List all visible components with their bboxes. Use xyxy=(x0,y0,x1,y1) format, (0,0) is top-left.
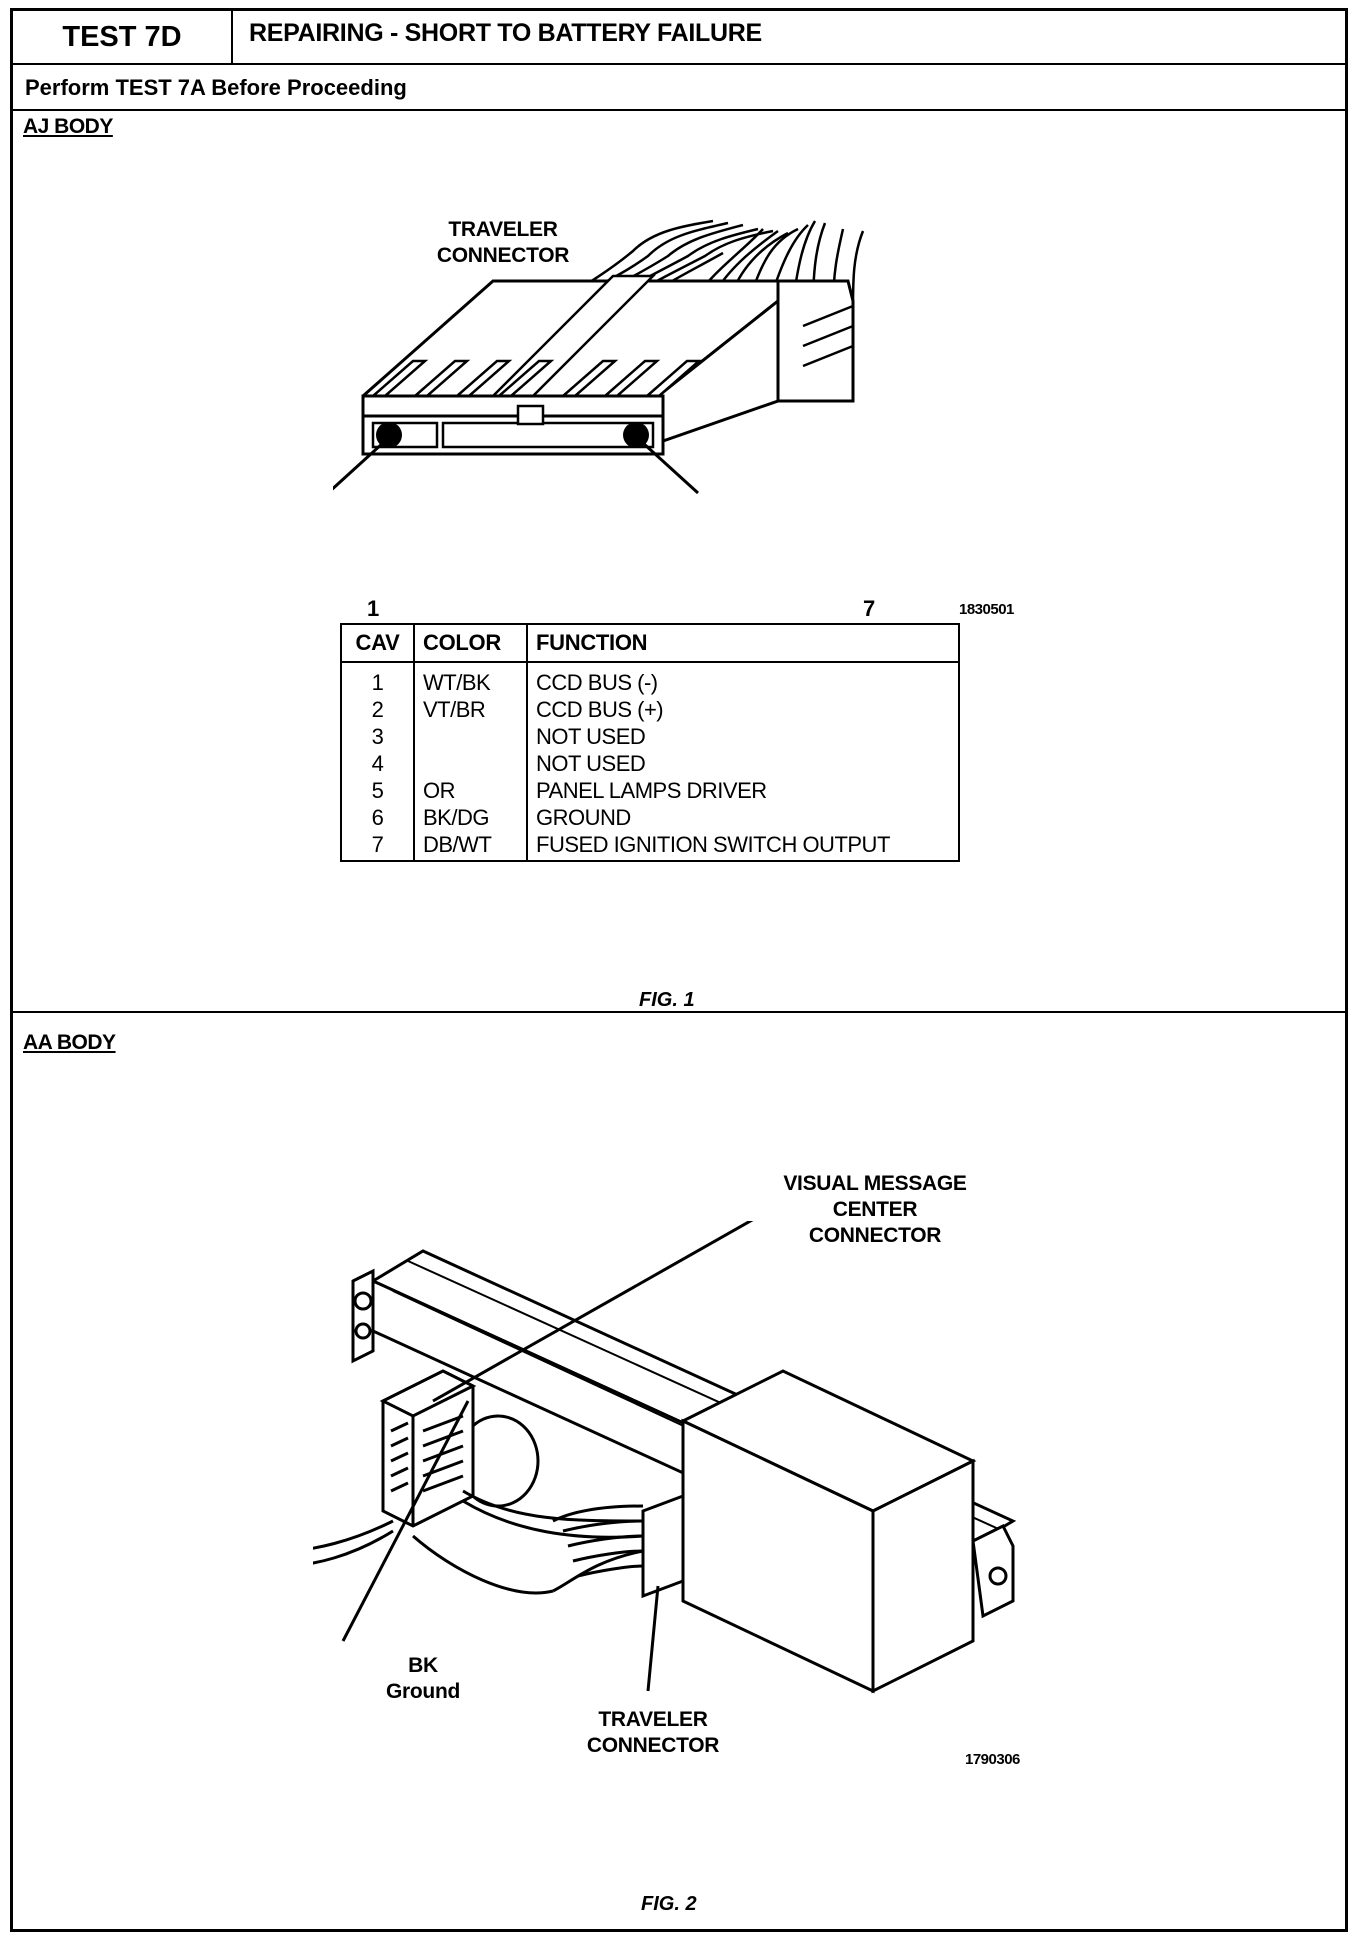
table-row: 7 DB/WT FUSED IGNITION SWITCH OUTPUT xyxy=(341,831,959,861)
table-row: 4 NOT USED xyxy=(341,750,959,777)
drawing-id-fig2: 1790306 xyxy=(965,1751,1020,1768)
label-line: VISUAL MESSAGE xyxy=(783,1172,967,1195)
page-frame: TEST 7D REPAIRING - SHORT TO BATTERY FAI… xyxy=(10,8,1348,1932)
section-label-aa-body: AA BODY xyxy=(23,1031,116,1054)
cell-color: VT/BR xyxy=(413,696,527,723)
cell-function: CCD BUS (-) xyxy=(526,662,959,696)
table-header-row: CAV COLOR FUNCTION xyxy=(341,624,959,663)
pinout-table: CAV COLOR FUNCTION 1 WT/BK CCD BUS (-) 2… xyxy=(340,623,960,862)
cell-cav: 6 xyxy=(371,805,384,830)
test-title: REPAIRING - SHORT TO BATTERY FAILURE xyxy=(249,19,762,47)
aa-body-instrument-assembly-drawing xyxy=(313,1221,1017,1694)
pin-label-1: 1 xyxy=(367,596,380,621)
traveler-connector-label: TRAVELER CONNECTOR xyxy=(413,217,593,269)
label-line: CONNECTOR xyxy=(436,244,570,267)
label-line: Ground xyxy=(385,1680,461,1703)
column-header-cav: CAV xyxy=(341,624,414,663)
cell-function: FUSED IGNITION SWITCH OUTPUT xyxy=(526,831,959,861)
bk-ground-label: BK Ground xyxy=(363,1653,483,1705)
label-line: TRAVELER xyxy=(598,1708,708,1731)
cell-cav: 1 xyxy=(371,670,384,695)
cell-color xyxy=(413,723,527,750)
traveler-connector-label-fig2: TRAVELER CONNECTOR xyxy=(553,1707,753,1759)
drawing-id-fig1: 1830501 xyxy=(959,601,1014,618)
pin-label-7: 7 xyxy=(863,596,876,621)
section-label-aj-body: AJ BODY xyxy=(23,115,113,138)
prerequisite-text: Perform TEST 7A Before Proceeding xyxy=(25,75,407,100)
cell-function: NOT USED xyxy=(526,723,959,750)
column-header-color: COLOR xyxy=(413,624,527,663)
cell-color xyxy=(413,750,527,777)
figure-caption-1: FIG. 1 xyxy=(639,989,695,1011)
cell-color: BK/DG xyxy=(413,804,527,831)
cell-function: CCD BUS (+) xyxy=(526,696,959,723)
cell-cav: 2 xyxy=(371,697,384,722)
label-line: BK xyxy=(408,1654,438,1677)
traveler-connector-drawing xyxy=(333,219,865,495)
cell-color: DB/WT xyxy=(413,831,527,861)
table-row: 1 WT/BK CCD BUS (-) xyxy=(341,662,959,696)
figure-caption-2: FIG. 2 xyxy=(641,1893,697,1915)
label-line: CONNECTOR xyxy=(808,1224,942,1247)
label-line: TRAVELER xyxy=(448,218,558,241)
cell-function: GROUND xyxy=(526,804,959,831)
test-id: TEST 7D xyxy=(13,11,233,63)
cell-function: PANEL LAMPS DRIVER xyxy=(526,777,959,804)
prerequisite-row: Perform TEST 7A Before Proceeding xyxy=(13,65,1345,111)
table-row: 5 OR PANEL LAMPS DRIVER xyxy=(341,777,959,804)
label-line: CENTER xyxy=(832,1198,918,1221)
test-header: TEST 7D REPAIRING - SHORT TO BATTERY FAI… xyxy=(13,11,1345,65)
cell-cav: 4 xyxy=(371,751,384,776)
cell-color: OR xyxy=(413,777,527,804)
label-line: CONNECTOR xyxy=(586,1734,720,1757)
cell-color: WT/BK xyxy=(413,662,527,696)
table-row: 3 NOT USED xyxy=(341,723,959,750)
table-row: 2 VT/BR CCD BUS (+) xyxy=(341,696,959,723)
visual-message-center-connector-label: VISUAL MESSAGE CENTER CONNECTOR xyxy=(755,1171,995,1249)
cell-cav: 5 xyxy=(371,778,384,803)
cell-function: NOT USED xyxy=(526,750,959,777)
table-row: 6 BK/DG GROUND xyxy=(341,804,959,831)
cell-cav: 7 xyxy=(371,832,384,857)
cell-cav: 3 xyxy=(371,724,384,749)
section-divider xyxy=(13,1011,1345,1013)
column-header-function: FUNCTION xyxy=(526,624,959,663)
